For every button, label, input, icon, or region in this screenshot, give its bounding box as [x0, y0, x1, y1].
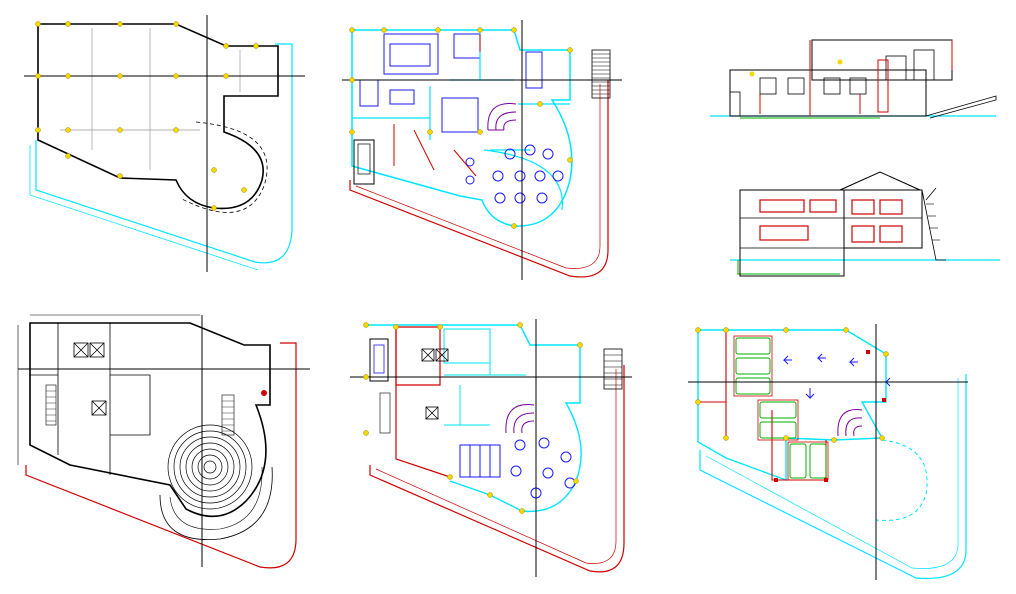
- structure-plan-view: [10, 305, 330, 585]
- basement-parking-plan-drawing: [688, 324, 968, 580]
- front-elevation-drawing: [710, 39, 997, 119]
- basement-parking-plan-view: [686, 310, 986, 590]
- ground-floor-plan-drawing: [342, 20, 622, 280]
- section-view: [720, 160, 1010, 280]
- first-floor-plan-drawing: [350, 319, 632, 577]
- first-floor-plan-view: [340, 305, 640, 585]
- roof-plan-drawing: [24, 15, 305, 272]
- front-elevation-view: [700, 30, 1000, 130]
- structure-plan-drawing: [17, 314, 310, 569]
- ground-floor-plan-view: [330, 0, 630, 300]
- section-drawing: [730, 171, 1000, 277]
- roof-plan-view: [0, 0, 320, 300]
